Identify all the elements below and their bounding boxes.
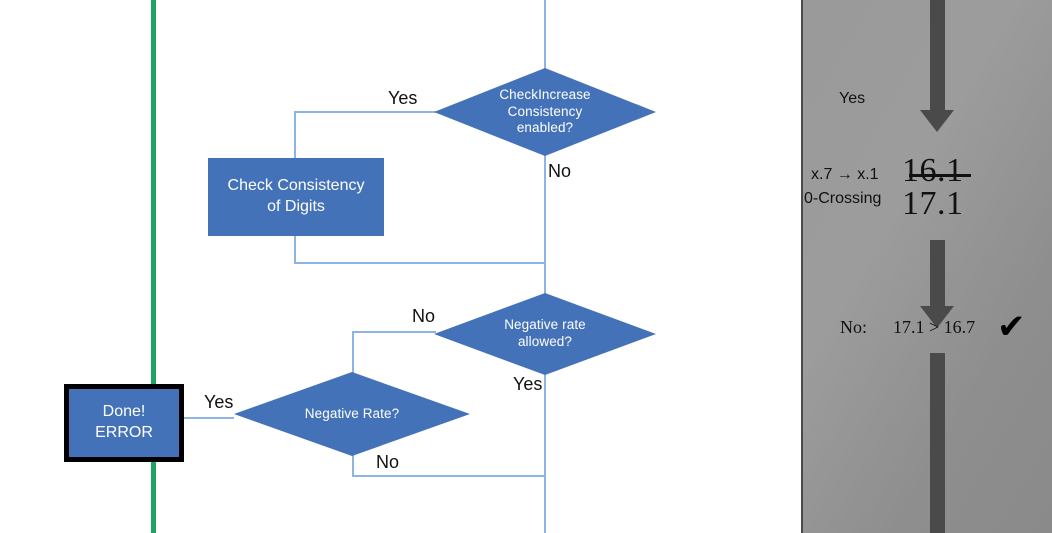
green-divider xyxy=(151,0,156,533)
terminator-done-error-line1: Done! xyxy=(102,403,146,421)
connector-negrate-no-vertical xyxy=(352,455,354,476)
connector-negallowed-no-horizontal xyxy=(352,331,436,333)
connector-yes-rejoin xyxy=(294,262,546,264)
panel-label-yes: Yes xyxy=(839,90,866,107)
panel-compare-checkmark: ✔ xyxy=(997,308,1026,346)
panel-rounding-value: 16.1 xyxy=(902,152,964,189)
panel-compare-expression: 17.1 > 16.7 xyxy=(893,317,976,337)
connector-negallowed-no-vertical xyxy=(352,331,354,378)
panel-zero-crossing-label: 0-Crossing xyxy=(804,190,882,207)
connector-top-to-decision1 xyxy=(544,0,546,70)
edge-label-yes-check-increase: Yes xyxy=(388,88,418,108)
connector-negrate-yes-to-error xyxy=(172,417,234,419)
edge-label-no-check-increase: No xyxy=(548,161,572,181)
connector-no-decision1-to-decision2 xyxy=(544,154,546,294)
panel-rounding-label: x.7 → x.1 xyxy=(811,166,879,183)
panel-arrow-1-shaft xyxy=(930,0,945,112)
edge-label-yes-negative-allowed: Yes xyxy=(513,374,543,394)
connector-negallowed-yes-vertical xyxy=(544,374,546,476)
connector-negrate-no-horizontal xyxy=(352,475,546,477)
panel-arrow-1-head xyxy=(920,110,954,132)
decision-check-increase-consistency[interactable]: CheckIncrease Consistency enabled? xyxy=(434,68,656,156)
edge-label-no-negative-allowed: No xyxy=(412,306,436,326)
decision-negative-rate[interactable]: Negative Rate? xyxy=(234,372,470,456)
process-check-consistency-line1: Check Consistency xyxy=(227,177,365,195)
terminator-done-error-line2: ERROR xyxy=(95,424,153,441)
panel-arrow-3-shaft xyxy=(930,353,945,533)
process-check-consistency-of-digits[interactable]: Check Consistency of Digits xyxy=(208,158,384,236)
annotation-panel: Yes x.7 → x.1 16.1 0-Crossing 17.1 No: 1… xyxy=(801,0,1052,533)
connector-yes-horizontal-top xyxy=(294,111,436,113)
connector-bottom-spine xyxy=(544,475,546,533)
edge-label-yes-negative-rate: Yes xyxy=(204,392,234,412)
panel-arrow-2-head xyxy=(920,306,954,328)
panel-compare-label: No: xyxy=(840,317,867,337)
terminator-done-error[interactable]: Done! ERROR xyxy=(64,384,184,462)
panel-arrow-2-shaft xyxy=(930,240,945,312)
decision-negative-rate-allowed[interactable]: Negative rate allowed? xyxy=(434,293,656,375)
panel-zero-crossing-value: 17.1 xyxy=(902,185,964,222)
edge-label-no-negative-rate: No xyxy=(376,452,400,472)
panel-rounding-strikethrough xyxy=(909,174,971,177)
process-check-consistency-line2: of Digits xyxy=(267,198,325,215)
